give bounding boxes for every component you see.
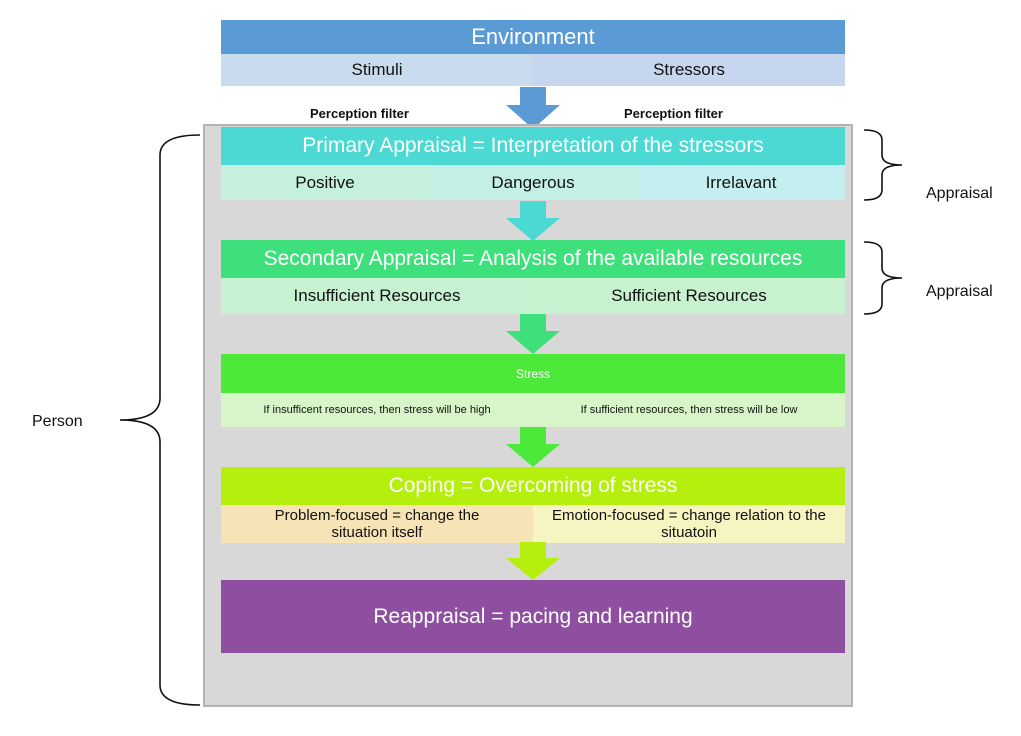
coping-title: Coping = Overcoming of stress — [388, 474, 678, 497]
environment-header: Environment — [221, 20, 845, 54]
insufficient-resources-label: Insufficient Resources — [293, 286, 461, 305]
primary-appraisal-title: Primary Appraisal = Interpretation of th… — [302, 134, 764, 157]
secondary-down-arrow — [506, 314, 560, 354]
primary-down-arrow — [506, 201, 560, 241]
environment-down-arrow — [506, 87, 560, 129]
environment-cell-stimuli: Stimuli — [221, 54, 533, 86]
stress-down-arrow — [506, 427, 560, 467]
coping-cell-emotion: Emotion-focused = change relation to the… — [533, 505, 845, 543]
stimuli-label: Stimuli — [351, 60, 403, 79]
irrelavant-label: Irrelavant — [705, 172, 777, 192]
emotion-focused-label: Emotion-focused = change relation to the… — [552, 507, 826, 541]
problem-focused-label: Problem-focused = change the situation i… — [274, 507, 480, 541]
stress-header: Stress — [221, 354, 845, 393]
reappraisal-box: Reappraisal = pacing and learning — [221, 580, 845, 653]
stress-cell-high: If insufficent resources, then stress wi… — [221, 393, 533, 427]
reappraisal-title: Reappraisal = pacing and learning — [373, 604, 693, 628]
environment-title: Environment — [471, 24, 595, 49]
primary-appraisal-header: Primary Appraisal = Interpretation of th… — [221, 127, 845, 165]
appraisal-brace-1 — [863, 129, 903, 201]
dangerous-label: Dangerous — [491, 172, 575, 192]
stress-low-label: If sufficient resources, then stress wil… — [580, 404, 798, 416]
appraisal-brace-2 — [863, 241, 903, 315]
secondary-cell-insufficient: Insufficient Resources — [221, 278, 533, 314]
primary-cell-positive: Positive — [221, 165, 429, 200]
perception-filter-right: Perception filter — [624, 106, 723, 121]
positive-label: Positive — [295, 172, 355, 192]
coping-header: Coping = Overcoming of stress — [221, 467, 845, 505]
stress-cell-low: If sufficient resources, then stress wil… — [533, 393, 845, 427]
person-brace — [119, 134, 201, 706]
appraisal-label-1: Appraisal — [926, 185, 993, 202]
primary-cell-irrelavant: Irrelavant — [637, 165, 845, 200]
primary-cell-dangerous: Dangerous — [429, 165, 637, 200]
secondary-cell-sufficient: Sufficient Resources — [533, 278, 845, 314]
person-label: Person — [32, 413, 83, 430]
coping-cell-problem: Problem-focused = change the situation i… — [221, 505, 533, 543]
sufficient-resources-label: Sufficient Resources — [611, 286, 767, 305]
appraisal-label-2: Appraisal — [926, 283, 993, 300]
environment-cell-stressors: Stressors — [533, 54, 845, 86]
stress-high-label: If insufficent resources, then stress wi… — [263, 404, 491, 416]
coping-down-arrow — [506, 542, 560, 580]
secondary-appraisal-title: Secondary Appraisal = Analysis of the av… — [263, 247, 803, 270]
perception-filter-left: Perception filter — [310, 106, 409, 121]
secondary-appraisal-header: Secondary Appraisal = Analysis of the av… — [221, 240, 845, 278]
stressors-label: Stressors — [653, 60, 725, 79]
stress-title: Stress — [515, 366, 550, 381]
